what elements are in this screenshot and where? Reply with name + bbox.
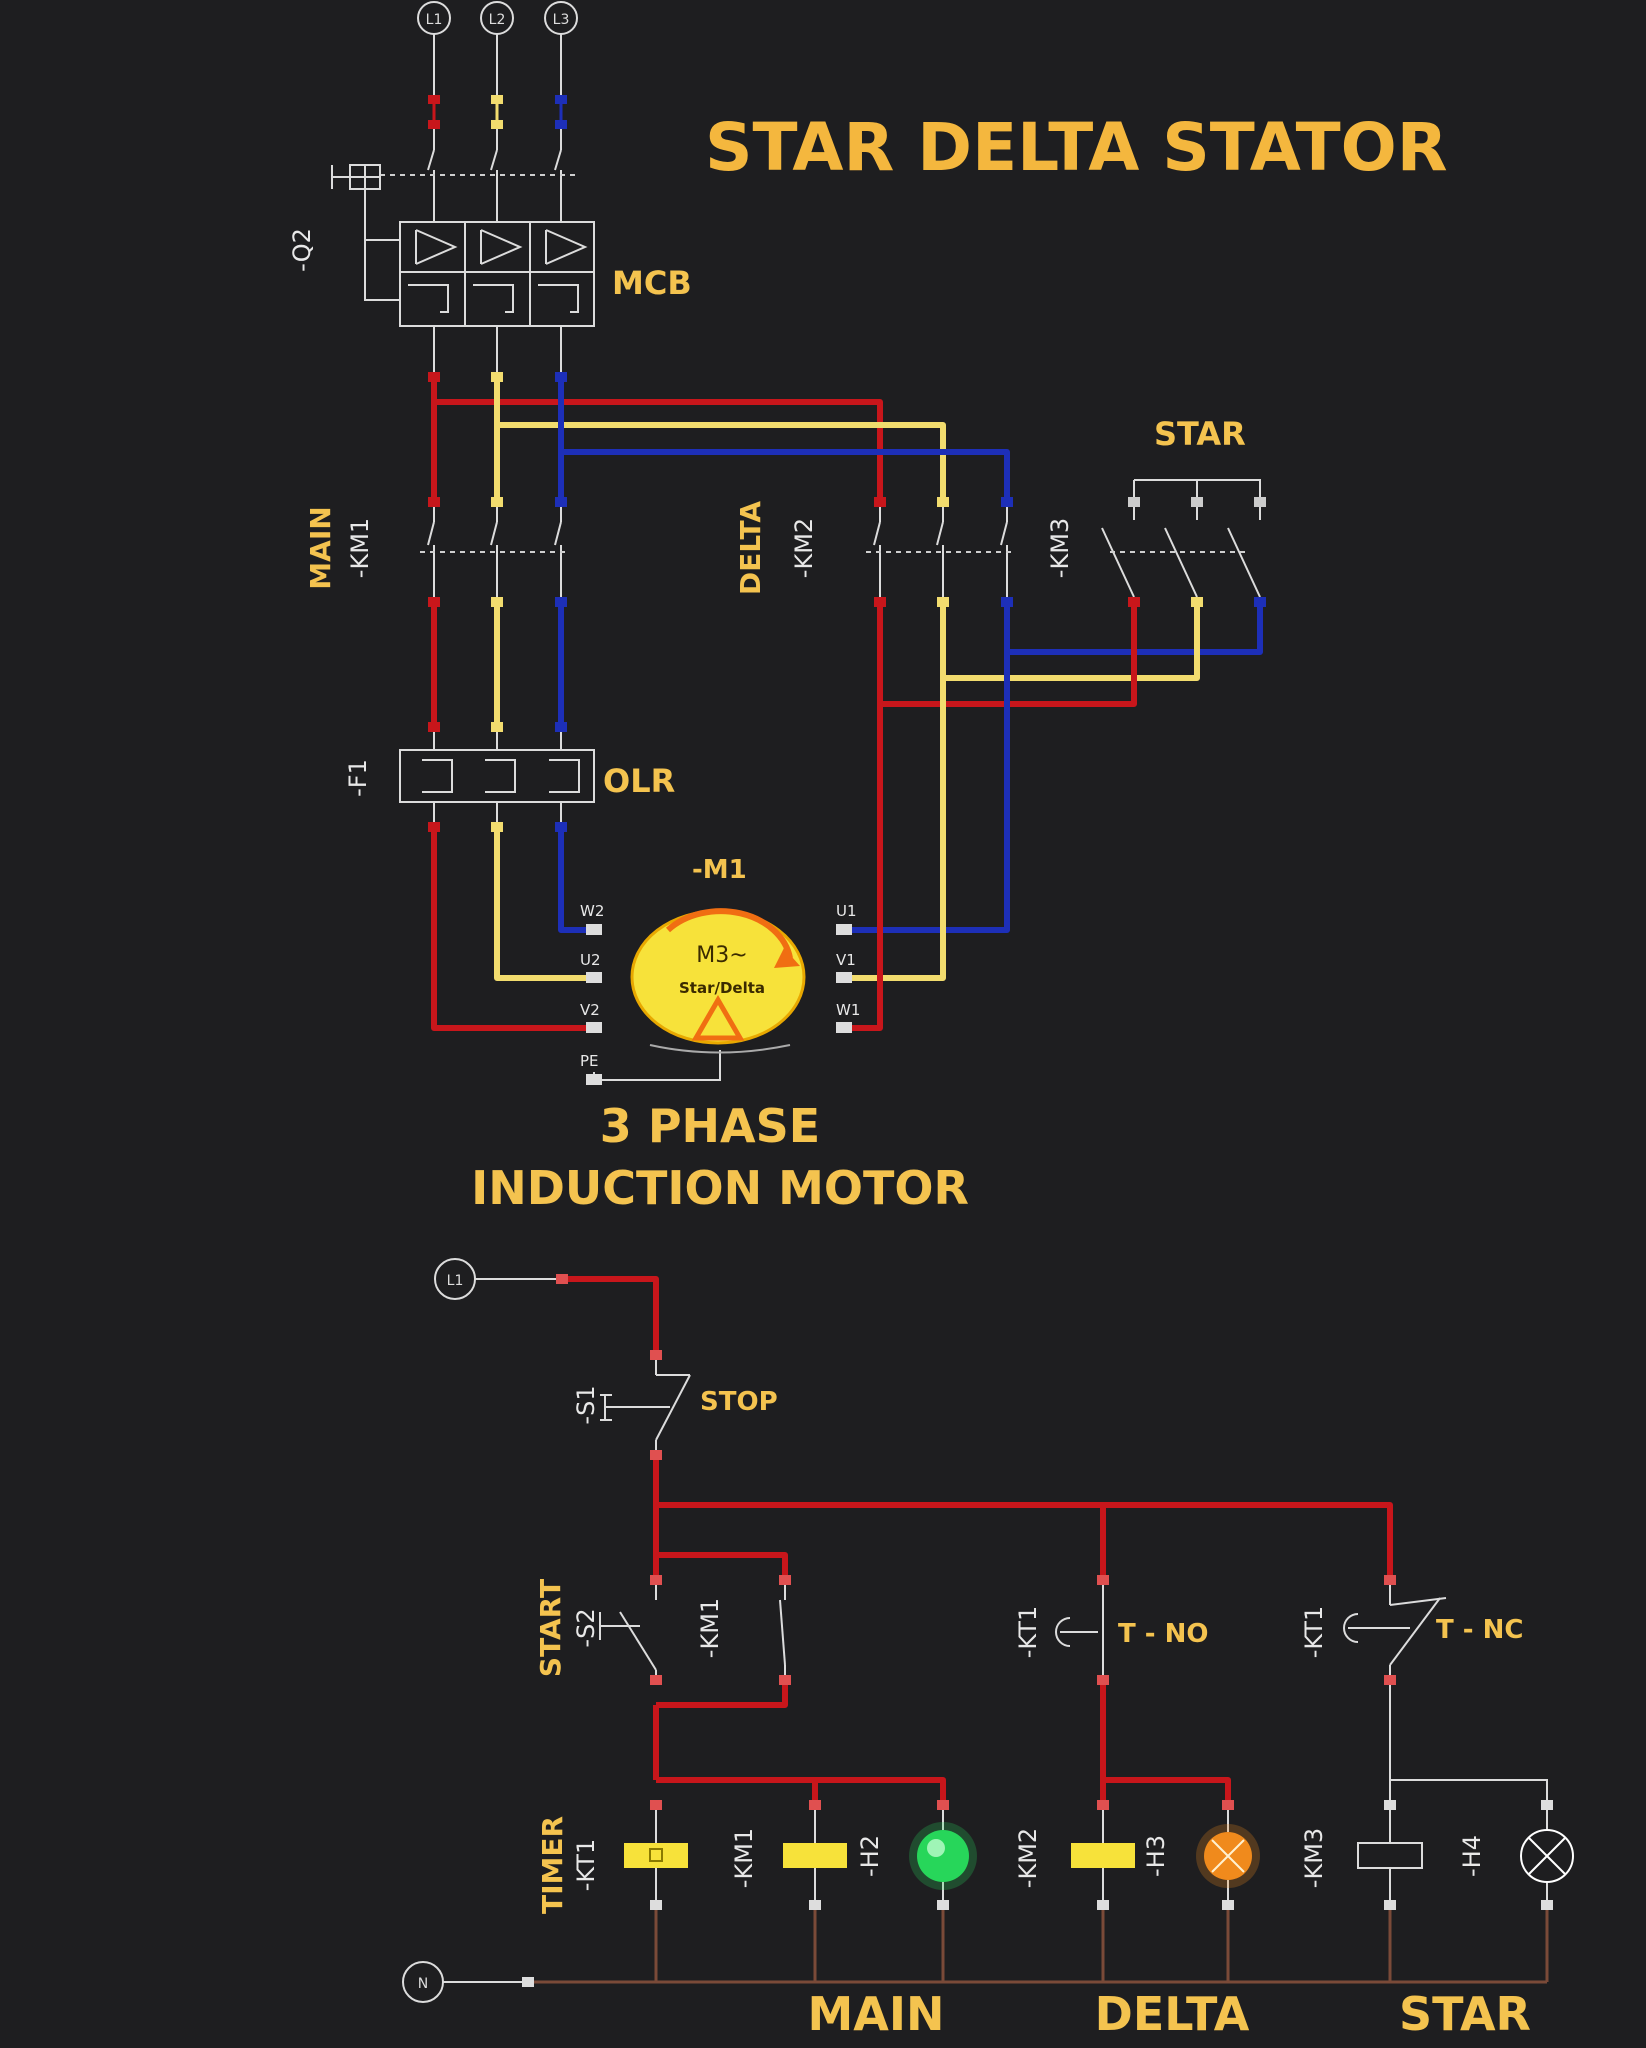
star-bridge-wiring [880,607,1263,707]
olr-label: OLR [603,762,675,800]
km1-label: MAIN [304,506,337,589]
terminal-w2: W2 [580,902,604,920]
mcb-box [364,189,595,327]
lamp-h2-tag: -H2 [856,1835,884,1877]
t-nc-label: T - NC [1436,1615,1523,1645]
km3-tag: -KM3 [1046,518,1074,578]
mcb-label: MCB [612,264,692,302]
lamp-h4-tag: -H4 [1458,1835,1486,1877]
start-button-symbol [599,1575,662,1685]
power-distribution-bus [431,382,1010,497]
lamp-h3-tag: -H3 [1142,1835,1170,1877]
t-no-label: T - NO [1118,1619,1209,1649]
mcb-contacts [331,129,580,222]
control-rail [653,1460,1393,1575]
terminal-v1: V1 [836,951,856,969]
motor-text-top: M3~ [696,943,747,968]
terminal-u1: U1 [836,902,857,920]
bottom-label-delta: DELTA [1095,1987,1250,2041]
coil-buses [653,1685,1548,1800]
terminal-pe: PE [580,1052,599,1070]
coil-km1-tag: -KM1 [730,1828,758,1888]
stop-tag: -S1 [572,1385,600,1424]
motor-tag: -M1 [692,855,747,885]
motor-m1 [630,908,806,1054]
km1-hold-tag: -KM1 [696,1598,724,1658]
l1-label: L1 [426,12,443,28]
neutral-rail [402,1910,1549,2003]
bottom-label-main: MAIN [808,1987,945,2041]
l2-label: L2 [489,12,506,28]
neutral-label: N [418,1976,428,1992]
olr-tag: -F1 [344,759,372,797]
coil-km3-tag: -KM3 [1300,1828,1328,1888]
km3-label: STAR [1154,415,1246,453]
timer-label: TIMER [536,1816,569,1914]
terminal-v2: V2 [580,1001,600,1019]
km2-contactor [866,497,1016,607]
coil-row [624,1800,1574,1910]
km1-contactor [420,497,570,607]
mcb-bottom-terminals [428,326,567,382]
motor-caption-line2: INDUCTION MOTOR [471,1161,969,1215]
km1-holding-contact [656,1575,791,1708]
mcb-tag: -Q2 [288,228,316,272]
km3-contactor [1101,479,1266,607]
diagram-title: STAR DELTA STATOR [705,109,1448,186]
l3-label: L3 [553,12,570,28]
stop-button-symbol [600,1360,691,1460]
motor-wiring [431,607,1010,1085]
t-no-tag: -KT1 [1014,1606,1042,1658]
t-nc-tag: -KT1 [1300,1606,1328,1658]
control-supply [434,1258,662,1360]
timer-no-contact [1055,1575,1109,1685]
mcb-top-terminals [428,95,567,129]
coil-km2-tag: -KM2 [1014,1828,1042,1888]
supply-drops [433,34,562,95]
km1-to-olr [428,607,567,750]
supply-terminals: L1 L2 L3 [417,1,578,35]
terminal-u2: U2 [580,951,601,969]
km2-label: DELTA [734,501,767,596]
timer-tag: -KT1 [572,1839,600,1891]
terminal-w1: W1 [836,1001,860,1019]
start-tag: -S2 [572,1608,600,1647]
start-label: START [534,1579,567,1677]
stop-label: STOP [700,1387,778,1417]
timer-nc-contact [1343,1575,1447,1685]
control-supply-label: L1 [447,1273,464,1289]
motor-text-mid: Star/Delta [679,979,765,997]
bottom-label-star: STAR [1399,1987,1531,2041]
km2-tag: -KM2 [790,518,818,578]
km1-tag: -KM1 [346,518,374,578]
olr-box [399,749,595,832]
motor-caption-line1: 3 PHASE [600,1099,820,1153]
